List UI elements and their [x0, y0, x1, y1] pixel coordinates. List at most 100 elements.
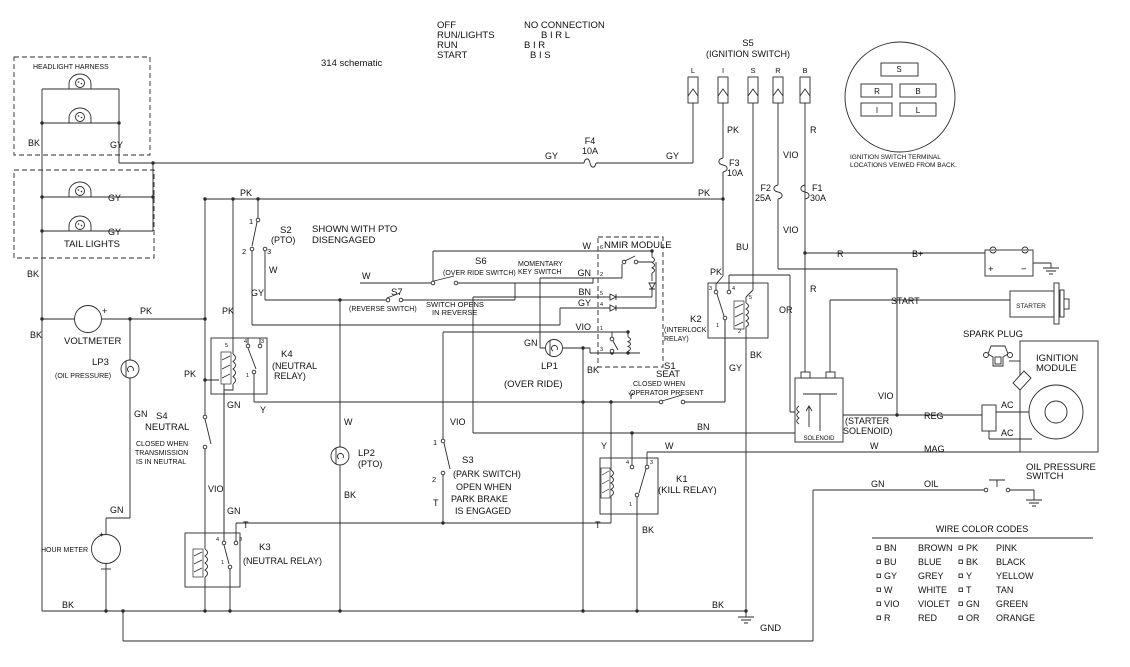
wire-label: SWITCH OPENS [426, 300, 484, 309]
wire-label: 2 [738, 329, 741, 335]
lp3-lamp [120, 359, 140, 379]
s6-label: S6 [475, 256, 487, 267]
junction-dot [203, 197, 207, 201]
wire-label: RELAY) [274, 371, 306, 381]
wire-label: SHOWN WITH PTO [312, 224, 397, 235]
wire-label: 1 [600, 326, 603, 332]
wire-label: 4 [216, 537, 219, 543]
legend-terminals: B I S [530, 50, 551, 61]
k3-coil [204, 548, 208, 578]
wire-label: 30A [810, 193, 826, 203]
wire-color-name: GREY [918, 571, 944, 581]
wire-label: 1 [246, 373, 249, 379]
legend-mode: START [437, 50, 467, 61]
wire-label: (OIL PRESSURE) [55, 373, 111, 380]
junction-dot [151, 161, 155, 165]
wire-label: PK [240, 188, 252, 198]
wire-label: (PTO) [358, 459, 382, 469]
wire-label: VIO [878, 391, 894, 401]
wire-label: W [269, 265, 278, 275]
terminal-glyph [876, 601, 881, 606]
terminal-glyph [876, 545, 881, 550]
switch-contact [621, 259, 627, 265]
switch-contact [221, 540, 227, 546]
wire-label: KEY SWITCH [518, 269, 561, 276]
wire-label: AC [1001, 428, 1014, 438]
wire-label: GY [545, 151, 558, 161]
legend-terminals: B I R [524, 40, 545, 51]
wire-label: I [876, 106, 878, 115]
k3-blade [223, 544, 230, 565]
switch-contact [609, 348, 615, 354]
wire-label: MAG [924, 444, 945, 454]
s2-blade [251, 221, 258, 247]
wire-label: BU [736, 242, 749, 252]
wire-label: T [243, 520, 249, 530]
fuse-f4 [583, 158, 597, 168]
wire-label: T [595, 520, 601, 530]
s7-blade [386, 292, 401, 299]
headlight-harness [13, 56, 151, 156]
wire-label: R [810, 125, 817, 135]
headlight-bulb [68, 73, 92, 90]
junction-dot [228, 609, 232, 613]
k4-label: K4 [281, 349, 293, 360]
junction-dot [581, 346, 585, 350]
wire-label: W [665, 441, 674, 451]
starter [1009, 282, 1070, 325]
wire-label: R [810, 284, 817, 294]
fuse-f3 [718, 157, 728, 173]
wire-label: OPEN WHEN [456, 482, 512, 492]
wire-color-name: BROWN [918, 543, 953, 553]
wire-label: 6 [600, 245, 603, 251]
wire-label: BK [750, 350, 762, 360]
s6-blade [433, 275, 455, 282]
headlight-harness-label: HEADLIGHT HARNESS [33, 64, 109, 71]
k3-relay [184, 384, 241, 611]
switch-contact [233, 540, 239, 546]
wire-label: − [1021, 264, 1027, 275]
wire-label: SEAT [656, 369, 680, 380]
wire-label: SOLENOID) [843, 426, 893, 436]
spark-plug-label: SPARK PLUG [963, 329, 1023, 340]
wire-code: PK [966, 543, 978, 553]
switch-contact [983, 487, 989, 493]
switch-contact [249, 246, 255, 252]
wire-code: T [966, 585, 972, 595]
k3-label: K3 [259, 542, 271, 553]
wire-label: L [916, 106, 921, 115]
headlight-bulb [68, 107, 92, 124]
terminal-glyph [958, 587, 963, 592]
junction-dot [40, 317, 44, 321]
wire-label: IN REVERSE [432, 308, 477, 317]
k1-blade [638, 468, 647, 494]
wire-label: + [99, 530, 104, 539]
wire-label: L [691, 66, 695, 75]
ignition-module [1012, 340, 1099, 453]
fuse-f2 [773, 184, 783, 200]
switch-contact [713, 289, 719, 295]
wire-label: MODULE [1036, 363, 1077, 374]
wire-label: S [896, 65, 901, 74]
starter-solenoid [794, 371, 844, 443]
junction-dot [744, 609, 748, 613]
wire-label: Y [601, 441, 607, 451]
wire-label: 10A [582, 146, 598, 156]
junction-dot [117, 121, 121, 125]
f4-label: F4 [585, 136, 596, 146]
ignition-switch-connectors [687, 76, 1010, 415]
wire-label: Y [628, 391, 634, 401]
wire-label: PK [184, 369, 196, 379]
wire-label: GY [578, 298, 591, 308]
schematic-title: 314 schematic [321, 58, 383, 69]
switch-contact [644, 464, 650, 470]
wire-label: (IGNITION SWITCH) [706, 49, 790, 59]
tail-lights [13, 169, 155, 259]
junction-dot [635, 609, 639, 613]
junction-dot [895, 413, 899, 417]
switch-contact [398, 297, 404, 303]
switch-contact [629, 464, 635, 470]
switch-contact [680, 399, 686, 405]
